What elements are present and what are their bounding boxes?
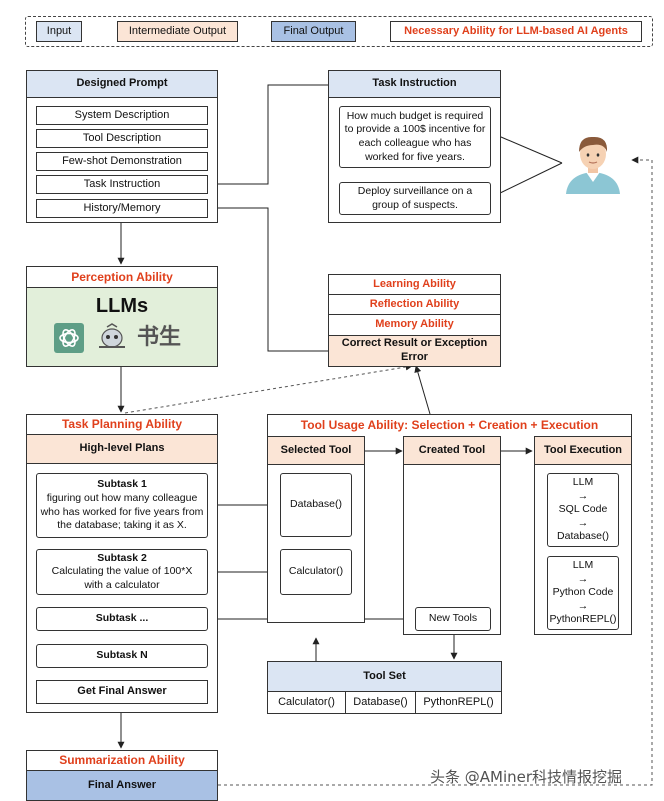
learning-ability: Learning Ability (329, 275, 500, 295)
legend-final: Final Output (271, 21, 356, 42)
subtask-2-title: Subtask 2 (97, 551, 147, 564)
tool-usage-title: Tool Usage Ability: Selection + Creation… (300, 418, 599, 432)
correct-result: Correct Result or Exception Error (329, 336, 500, 366)
database-tool: Database() (280, 473, 352, 537)
get-final-answer: Get Final Answer (36, 680, 208, 704)
exec-py-llm: LLM (572, 559, 594, 572)
subtask-2-body: Calculating the value of 100*X with a ca… (51, 565, 193, 591)
execution-python: LLM → Python Code → PythonREPL() (547, 556, 619, 630)
tool-set-title: Tool Set (268, 662, 501, 692)
created-tool-header: Created Tool (404, 437, 500, 465)
subtask-2: Subtask 2 Calculating the value of 100*X… (36, 549, 208, 595)
exec-sql-llm: LLM (572, 476, 594, 489)
task-planning-title: Task Planning Ability (27, 415, 217, 435)
llms-label: LLMs (95, 294, 149, 317)
new-tools: New Tools (415, 607, 491, 631)
prompt-item-task: Task Instruction (36, 175, 208, 194)
created-tool-column (403, 436, 501, 635)
designed-prompt-title: Designed Prompt (27, 71, 217, 98)
legend-input: Input (36, 21, 82, 42)
subtask-n: Subtask N (36, 644, 208, 668)
question-surveillance: Deploy surveillance on a group of suspec… (339, 182, 491, 215)
legend-intermediate: Intermediate Output (117, 21, 238, 42)
intern-mascot-icon (95, 323, 129, 355)
execution-sql: LLM → SQL Code → Database() (547, 473, 619, 547)
final-answer: Final Answer (27, 771, 217, 800)
legend (25, 16, 653, 47)
task-instruction-title: Task Instruction (329, 71, 500, 98)
prompt-item-fewshot: Few-shot Demonstration (36, 152, 208, 171)
arrow-down-icon: → (577, 599, 589, 612)
summarization-title: Summarization Ability (27, 751, 217, 771)
toolset-pythonrepl: PythonREPL() (423, 695, 494, 708)
toolset-database: Database() (346, 692, 416, 713)
prompt-item-tool: Tool Description (36, 129, 208, 148)
exec-py-code: Python Code (552, 586, 614, 599)
legend-ability: Necessary Ability for LLM-based AI Agent… (390, 21, 642, 42)
arrow-down-icon: → (577, 516, 589, 529)
selected-tool-header: Selected Tool (268, 437, 364, 465)
arrow-down-icon: → (577, 489, 589, 502)
arrow-down-icon: → (577, 572, 589, 585)
subtask-1: Subtask 1 figuring out how many colleagu… (36, 473, 208, 538)
subtask-1-body: figuring out how many colleague who has … (40, 491, 204, 532)
calculator-tool: Calculator() (280, 549, 352, 595)
exec-py-repl: PythonREPL() (549, 613, 617, 626)
watermark-text: 头条 @AMiner科技情报挖掘 (430, 768, 623, 786)
reflection-ability: Reflection Ability (329, 295, 500, 315)
toolset-calculator: Calculator() (268, 692, 346, 713)
tool-execution-header: Tool Execution (535, 437, 631, 465)
perception-title: Perception Ability (27, 267, 217, 288)
tool-usage-panel (267, 414, 632, 439)
subtask-ellipsis: Subtask ... (36, 607, 208, 631)
prompt-item-system: System Description (36, 106, 208, 125)
question-budget: How much budget is required to provide a… (339, 106, 491, 168)
high-level-plans: High-level Plans (27, 435, 217, 464)
subtask-1-title: Subtask 1 (97, 478, 147, 491)
user-avatar-icon (560, 130, 626, 196)
memory-ability: Memory Ability (329, 315, 500, 336)
exec-sql-code: SQL Code (558, 503, 608, 516)
shusheng-logo-text: 书生 (136, 325, 181, 351)
prompt-item-history: History/Memory (36, 199, 208, 218)
exec-sql-db: Database() (557, 530, 609, 543)
openai-logo-icon (54, 323, 84, 353)
